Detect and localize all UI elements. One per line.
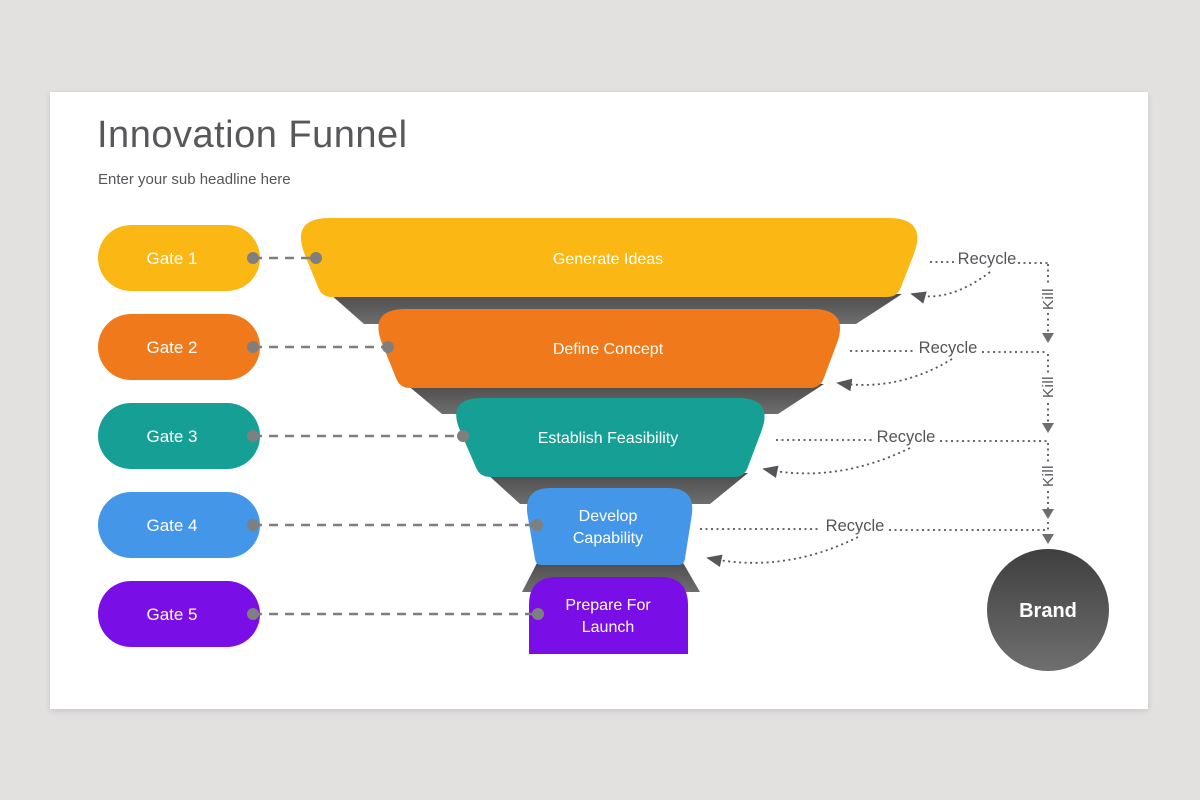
recycle-label-4: Recycle <box>826 517 885 535</box>
kill-label-3: Kill <box>1040 465 1057 487</box>
funnel-stage-5 <box>529 577 688 654</box>
page-subtitle: Enter your sub headline here <box>98 171 291 188</box>
brand-circle <box>987 549 1109 671</box>
kill-arrowhead-3 <box>1042 509 1054 519</box>
gate-label-5: Gate 5 <box>146 605 197 624</box>
kill-line <box>1042 264 1054 544</box>
gate-pill-5 <box>98 581 260 647</box>
stage-label-prepare-for-launch-line2: Launch <box>582 619 635 636</box>
slide-card: Innovation Funnel Enter your sub headlin… <box>50 92 1148 709</box>
recycle-label-3: Recycle <box>877 428 936 446</box>
recycle-leaders <box>700 261 1048 531</box>
recycle-label-1: Recycle <box>958 250 1017 268</box>
kill-arrowhead-1 <box>1042 333 1054 343</box>
gate-connectors <box>247 252 544 620</box>
kill-arrowhead-2 <box>1042 423 1054 433</box>
stage-label-develop-capability-line2: Capability <box>573 530 643 547</box>
recycle-return-arrows <box>706 271 991 567</box>
funnel-diagram: Generate Ideas Define Concept Establish … <box>98 218 1109 671</box>
funnel-stage-2 <box>378 309 841 388</box>
funnel-stage-4 <box>526 488 693 565</box>
stage-label-establish-feasibility: Establish Feasibility <box>538 430 679 447</box>
stage-label-prepare-for-launch-line1: Prepare For <box>565 597 651 614</box>
funnel-stage-1 <box>300 218 918 297</box>
gate-label-2: Gate 2 <box>146 338 197 357</box>
stage-label-develop-capability-line1: Develop <box>579 508 638 525</box>
recycle-label-2: Recycle <box>919 339 978 357</box>
gate-label-4: Gate 4 <box>146 516 197 535</box>
gate-pill-2 <box>98 314 260 380</box>
kill-label-1: Kill <box>1040 288 1057 310</box>
gate-pill-4 <box>98 492 260 558</box>
page-title: Innovation Funnel <box>97 114 408 156</box>
funnel-stage-3 <box>456 398 765 477</box>
brand-label: Brand <box>1019 600 1077 622</box>
stage-label-define-concept: Define Concept <box>553 341 664 358</box>
gate-label-3: Gate 3 <box>146 427 197 446</box>
stage-label-generate-ideas: Generate Ideas <box>553 251 663 268</box>
kill-arrowhead-4 <box>1042 534 1054 544</box>
gate-label-1: Gate 1 <box>146 249 197 268</box>
gate-pill-1 <box>98 225 260 291</box>
gate-pill-3 <box>98 403 260 469</box>
kill-label-2: Kill <box>1040 376 1057 398</box>
